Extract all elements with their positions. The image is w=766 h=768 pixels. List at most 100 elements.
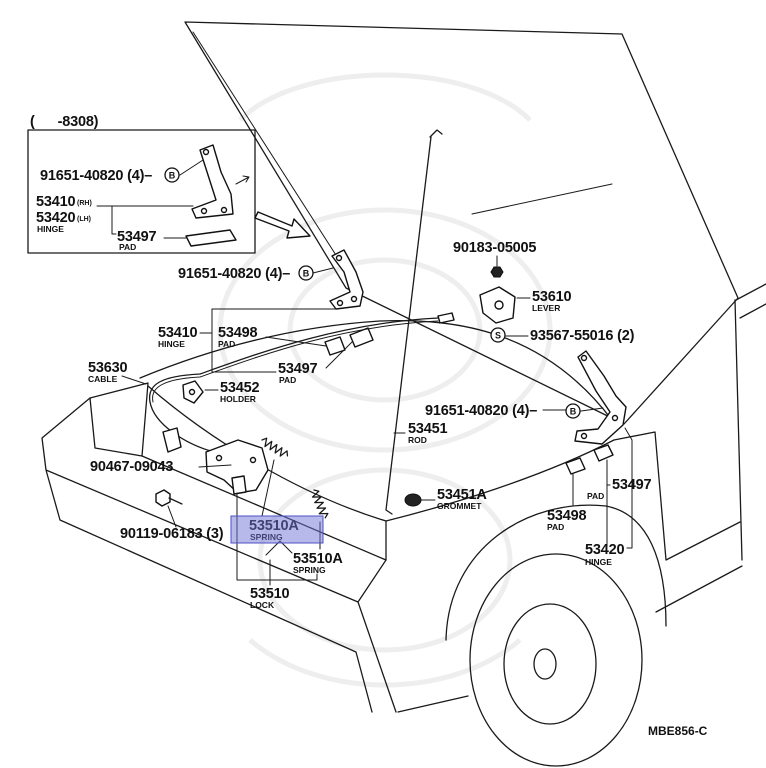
inset-frame: [27, 129, 256, 254]
callout-pad-53497-right[interactable]: 53497 PAD: [587, 477, 652, 501]
callout-cable[interactable]: 53630 CABLE: [88, 360, 128, 384]
callout-holder[interactable]: 53452 HOLDER: [220, 380, 260, 404]
part-number[interactable]: 53510: [250, 586, 290, 602]
callout-hinge-bolt-left[interactable]: 91651-40820 (4)– B: [178, 265, 314, 282]
hinge-bolt: [336, 299, 344, 307]
side-label: (RH): [77, 200, 92, 207]
wheel-rim: [503, 603, 597, 725]
release-cable-to-lock: [149, 401, 215, 453]
grommet-part: [404, 493, 422, 507]
part-name: HINGE: [585, 557, 612, 567]
callout-inset-hinge-bolt[interactable]: 91651-40820 (4)– B: [40, 167, 180, 184]
callout-pad-53498-left[interactable]: 53498 PAD: [218, 325, 258, 349]
holder-hole: [188, 388, 196, 396]
part-number[interactable]: 93567-55016 (2): [530, 328, 635, 344]
mark-b-icon: B: [164, 167, 180, 183]
lock-bolt-90467-part: [162, 427, 182, 453]
inset-pointer-arrow: [254, 211, 311, 239]
leader-lines: [121, 255, 633, 586]
part-number[interactable]: 53497: [278, 361, 318, 377]
hood-panel-outline: [184, 21, 739, 425]
hood-rib: [471, 183, 613, 215]
hinge-bolt: [335, 254, 343, 262]
lock-screw-shaft: [168, 497, 183, 505]
parts: [148, 129, 627, 519]
part-number[interactable]: 91651-40820 (4)–: [40, 168, 152, 184]
part-number[interactable]: 53410: [36, 194, 76, 210]
pad-53498-left-part: [324, 336, 346, 356]
lock-part: [205, 439, 269, 494]
part-number[interactable]: 53498: [547, 508, 587, 524]
headlamp: [89, 382, 149, 457]
part-number[interactable]: 53451A: [437, 487, 488, 503]
fender-front-edge: [357, 520, 387, 603]
leader-bracket: [572, 427, 633, 549]
callout-lock-bolt[interactable]: 90467-09043: [90, 459, 174, 475]
part-number[interactable]: 53630: [88, 360, 128, 376]
callout-hinge-right[interactable]: 53420 HINGE: [585, 542, 625, 567]
mark-letter: B: [303, 269, 310, 279]
part-number[interactable]: 53451: [408, 421, 448, 437]
spring-upper: [261, 437, 289, 457]
open-hood: [184, 21, 739, 425]
callout-hinge-bolt-right[interactable]: 91651-40820 (4)– B: [425, 403, 581, 419]
part-name: PAD: [119, 242, 136, 252]
callout-hinge-left[interactable]: 53410 HINGE: [158, 325, 198, 349]
callout-pad-53497-left[interactable]: 53497 PAD: [278, 361, 318, 385]
part-number[interactable]: 90467-09043: [90, 459, 174, 475]
lock-screw-90119-part: [155, 489, 171, 507]
callout-lever-screw[interactable]: S 93567-55016 (2): [490, 327, 635, 344]
part-number[interactable]: 53420: [585, 542, 625, 558]
watermark-ring: [217, 207, 553, 453]
part-name: GROMMET: [437, 501, 482, 511]
part-name: LOCK: [250, 600, 275, 610]
leader-bracket: [199, 308, 337, 373]
callout-lock[interactable]: 53510 LOCK: [250, 586, 290, 610]
part-number[interactable]: 53510A: [293, 551, 344, 567]
callout-pad-53498-right[interactable]: 53498 PAD: [547, 508, 587, 532]
lock-bolt-hole: [215, 454, 223, 462]
callout-lever[interactable]: 53610 LEVER: [532, 289, 572, 313]
part-name: ROD: [408, 435, 427, 445]
leader-line: [96, 159, 204, 239]
callout-rod[interactable]: 53451 ROD: [408, 421, 448, 445]
pad-53497-left-part: [349, 327, 374, 348]
radiator-support-edge: [147, 385, 387, 522]
front-tire: [469, 553, 643, 767]
callout-inset-hinge[interactable]: 53410 (RH) 53420 (LH) HINGE: [36, 194, 92, 234]
part-name: LEVER: [532, 303, 560, 313]
inset-hinge-bolt: [220, 206, 228, 214]
part-number[interactable]: 91651-40820 (4)–: [425, 403, 537, 419]
spring-lower: [311, 489, 329, 519]
part-number[interactable]: 53497: [117, 229, 157, 245]
mark-letter: B: [570, 407, 577, 417]
part-number[interactable]: 90183-05005: [453, 240, 537, 256]
part-number[interactable]: 53420: [36, 210, 76, 226]
part-number[interactable]: 53498: [218, 325, 258, 341]
lock-bolt-hole: [249, 456, 257, 464]
callout-inset-pad[interactable]: 53497 PAD: [117, 229, 157, 252]
callout-lever-bolt[interactable]: 90183-05005: [453, 240, 537, 256]
callout-spring-1[interactable]: 53510A SPRING: [249, 518, 300, 542]
mark-circle: [565, 403, 581, 419]
part-number[interactable]: 90119-06183 (3): [120, 526, 224, 542]
hinge-bolt: [580, 432, 588, 440]
part-number[interactable]: 53610: [532, 289, 572, 305]
hinge-bolt: [350, 295, 358, 303]
part-name: HOLDER: [220, 394, 256, 404]
callout-spring-2[interactable]: 53510A SPRING: [293, 551, 344, 575]
part-number[interactable]: 91651-40820 (4)–: [178, 266, 290, 282]
leader-line: [542, 407, 604, 412]
part-name: SPRING: [250, 532, 283, 542]
callout-lock-screw[interactable]: 90119-06183 (3): [120, 526, 224, 542]
part-number[interactable]: 53410: [158, 325, 198, 341]
callout-grommet[interactable]: 53451A GROMMET: [437, 487, 488, 511]
side-label: (LH): [77, 216, 91, 223]
hinge-left-part: [329, 249, 364, 310]
mark-b-icon: B: [565, 403, 581, 419]
part-number[interactable]: 53497: [612, 477, 652, 493]
part-number[interactable]: 53452: [220, 380, 260, 396]
front-fascia: [41, 397, 469, 713]
inset-range-label: ( -8308): [30, 114, 99, 130]
